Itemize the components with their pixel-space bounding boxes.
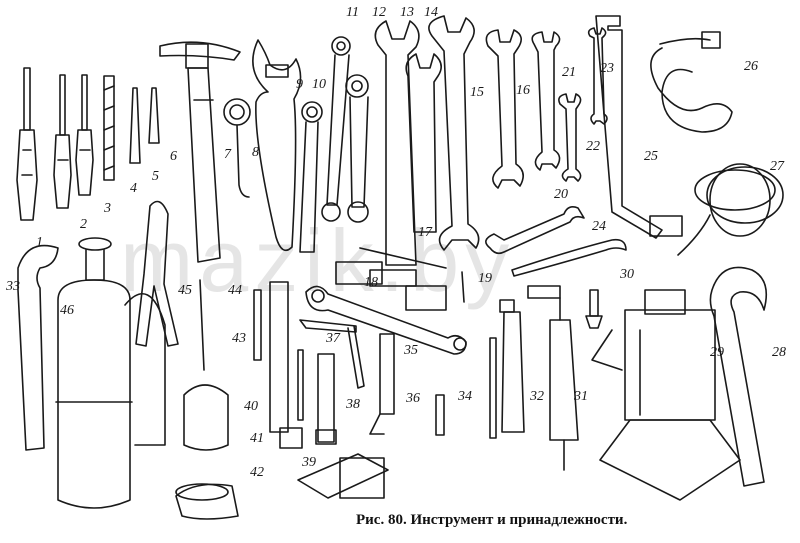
label-8: 8 bbox=[252, 145, 259, 160]
label-21: 21 bbox=[562, 65, 576, 80]
label-22: 22 bbox=[586, 139, 600, 154]
l-socket-36-icon bbox=[369, 333, 395, 435]
label-44: 44 bbox=[228, 283, 242, 298]
label-19: 19 bbox=[478, 271, 492, 286]
label-6: 6 bbox=[170, 149, 177, 164]
ring-spanner-11-icon bbox=[321, 36, 351, 222]
valve-30-icon bbox=[585, 289, 603, 329]
open-wrench-13-icon bbox=[374, 20, 420, 266]
screwdriver-3-icon bbox=[75, 74, 94, 196]
tire-lever-24-icon bbox=[511, 238, 627, 277]
label-39: 39 bbox=[302, 455, 316, 470]
open-wrench-22-icon bbox=[558, 93, 582, 182]
label-2: 2 bbox=[80, 217, 87, 232]
label-11: 11 bbox=[346, 5, 359, 20]
label-17: 17 bbox=[418, 225, 432, 240]
grease-gun-31-icon bbox=[527, 285, 579, 471]
hook-spanner-33-icon bbox=[17, 244, 59, 451]
label-30: 30 bbox=[620, 267, 634, 282]
bottle-jack-29-icon bbox=[591, 289, 741, 501]
allen-key-37-icon bbox=[299, 319, 365, 389]
socket-39-icon bbox=[297, 453, 389, 499]
punch-6-icon bbox=[148, 87, 160, 144]
label-42: 42 bbox=[250, 465, 264, 480]
screwdriver-1-icon bbox=[16, 67, 38, 221]
box-spanner-38-icon bbox=[315, 353, 337, 445]
label-15: 15 bbox=[470, 85, 484, 100]
label-31: 31 bbox=[574, 389, 588, 404]
label-33: 33 bbox=[6, 279, 20, 294]
label-29: 29 bbox=[710, 345, 724, 360]
coil-wire-27-icon bbox=[677, 163, 784, 256]
label-35: 35 bbox=[404, 343, 418, 358]
file-4-icon bbox=[103, 75, 115, 181]
label-10: 10 bbox=[312, 77, 326, 92]
label-25: 25 bbox=[644, 149, 658, 164]
wrench-20-icon bbox=[485, 206, 585, 255]
socket-set-17-18-icon bbox=[335, 247, 447, 311]
label-37: 37 bbox=[326, 331, 340, 346]
tire-gauge-8-icon bbox=[223, 98, 251, 198]
feeler-34-icon bbox=[435, 394, 445, 436]
hose-26-icon bbox=[650, 31, 733, 133]
figure-caption: Рис. 80. Инструмент и принадлежности. bbox=[356, 512, 628, 528]
pliers-45-icon bbox=[135, 200, 179, 347]
label-27: 27 bbox=[770, 159, 784, 174]
screwdriver-2-icon bbox=[53, 74, 72, 209]
label-32: 32 bbox=[530, 389, 544, 404]
open-wrench-16-icon bbox=[485, 29, 524, 189]
label-24: 24 bbox=[592, 219, 606, 234]
label-40: 40 bbox=[244, 399, 258, 414]
label-34: 34 bbox=[458, 389, 472, 404]
label-4: 4 bbox=[130, 181, 137, 196]
label-13: 13 bbox=[400, 5, 414, 20]
open-wrench-15-icon bbox=[428, 15, 480, 251]
hammer-7-icon bbox=[159, 41, 241, 263]
open-wrench-21-icon bbox=[531, 31, 561, 171]
bar-43-icon bbox=[253, 289, 262, 361]
label-7: 7 bbox=[224, 147, 231, 162]
label-12: 12 bbox=[372, 5, 386, 20]
rod-41-icon bbox=[297, 349, 304, 421]
socket-wrench-40-icon bbox=[269, 281, 303, 449]
label-38: 38 bbox=[346, 397, 360, 412]
label-28: 28 bbox=[772, 345, 786, 360]
socket-42-icon bbox=[175, 483, 239, 520]
label-3: 3 bbox=[104, 201, 111, 216]
label-36: 36 bbox=[406, 391, 420, 406]
ring-spanner-35-icon bbox=[305, 285, 467, 355]
extinguisher-46-icon bbox=[55, 237, 166, 509]
label-43: 43 bbox=[232, 331, 246, 346]
pump-32-icon bbox=[489, 299, 525, 439]
label-5: 5 bbox=[152, 169, 159, 184]
ring-spanner-10-icon bbox=[299, 101, 323, 253]
label-45: 45 bbox=[178, 283, 192, 298]
label-26: 26 bbox=[744, 59, 758, 74]
ring-spanner-12-icon bbox=[345, 74, 369, 223]
pin-19-icon bbox=[461, 271, 465, 303]
label-23: 23 bbox=[600, 61, 614, 76]
label-1: 1 bbox=[36, 235, 43, 250]
label-20: 20 bbox=[554, 187, 568, 202]
label-18: 18 bbox=[364, 275, 378, 290]
label-14: 14 bbox=[424, 5, 438, 20]
label-9: 9 bbox=[296, 77, 303, 92]
hook-spanner-28-icon bbox=[709, 266, 768, 487]
punch-5-icon bbox=[129, 87, 141, 164]
open-wrench-14-icon bbox=[405, 53, 442, 233]
oiler-44-icon bbox=[183, 279, 229, 451]
l-wrench-25-icon bbox=[595, 15, 683, 239]
label-41: 41 bbox=[250, 431, 264, 446]
label-16: 16 bbox=[516, 83, 530, 98]
adjustable-wrench-9-icon bbox=[252, 39, 302, 252]
label-46: 46 bbox=[60, 303, 74, 318]
